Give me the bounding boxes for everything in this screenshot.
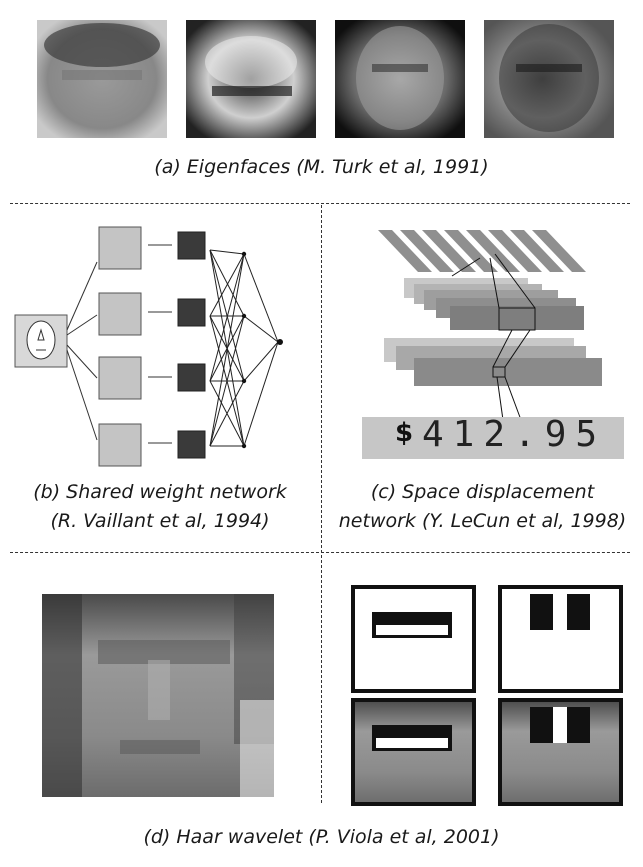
input-arrows (66, 261, 98, 441)
haar-face (42, 594, 274, 797)
feature-maps-layer1 (98, 226, 142, 467)
layer-arrows (148, 244, 172, 444)
divider-vertical (321, 205, 322, 803)
caption-b-line1: (b) Shared weight network (33, 481, 287, 503)
eigenface-4 (484, 20, 614, 138)
lower-stack (384, 338, 602, 386)
digit-handwriting: 412.95 (422, 414, 607, 455)
top-stripes (378, 230, 586, 272)
digit-strip-bg (362, 417, 624, 459)
digit-dollar-sign: $ (395, 418, 414, 448)
divider-top (10, 203, 630, 204)
eigenface-1 (37, 20, 167, 138)
feature-maps-layer2 (177, 231, 206, 459)
fully-connected-lines (209, 249, 279, 447)
eigenface-3 (335, 20, 465, 138)
caption-c-line1: (c) Space displacement (370, 481, 595, 503)
caption-c-line2: network (Y. LeCun et al, 1998) (338, 510, 627, 532)
caption-b-line2: (R. Vaillant et al, 1994) (50, 510, 270, 532)
eigenface-2 (186, 20, 316, 138)
haar-features (351, 585, 623, 806)
caption-a: (a) Eigenfaces (M. Turk et al, 1991) (154, 156, 489, 178)
hidden-nodes (241, 251, 283, 449)
middle-stack (404, 278, 584, 330)
space-displacement-network (362, 230, 624, 459)
receptive-field-lines (451, 253, 536, 433)
shared-weight-network (14, 226, 283, 467)
divider-bottom (10, 552, 630, 553)
caption-d: (d) Haar wavelet (P. Viola et al, 2001) (143, 826, 500, 848)
